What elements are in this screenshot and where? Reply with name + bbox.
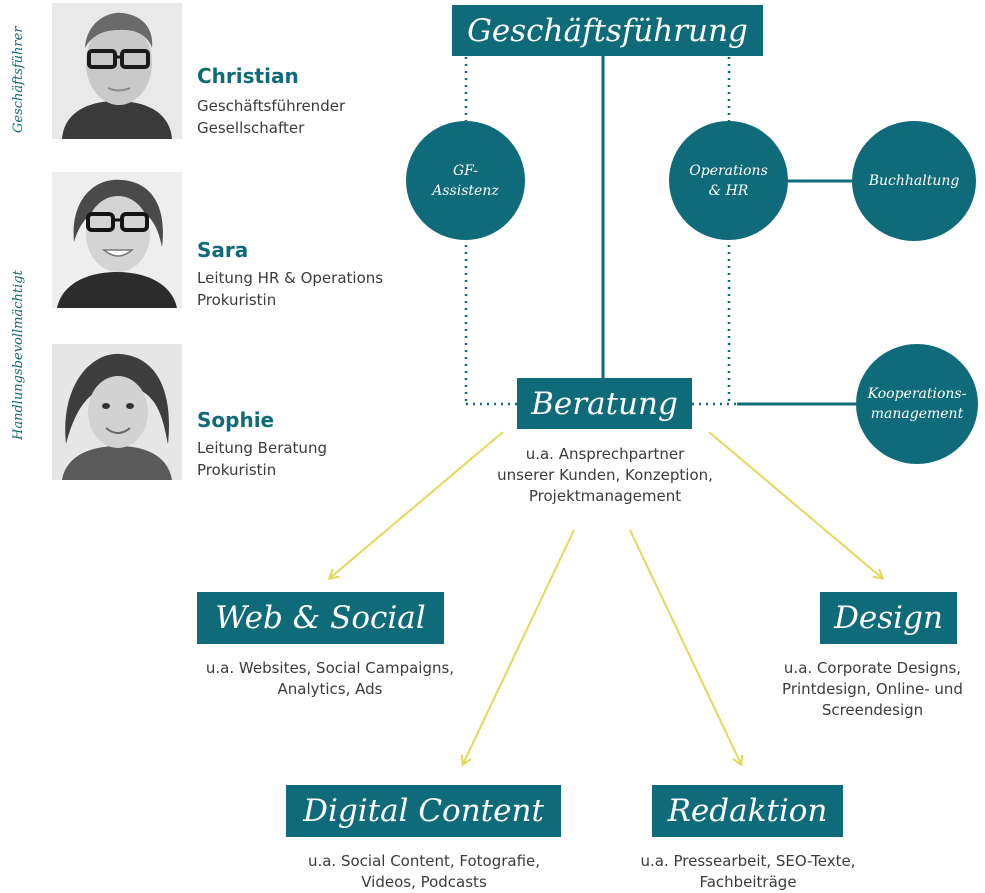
avatar-christian — [52, 3, 182, 139]
arrow-digital — [463, 529, 575, 764]
redaktion-description: u.a. Pressearbeit, SEO-Texte, Fachbeiträ… — [600, 851, 896, 893]
node-gf-assistenz-line1: GF- — [452, 162, 478, 179]
person-role-sara-1: Leitung HR & Operations — [197, 269, 384, 287]
web-social-description: u.a. Websites, Social Campaigns, Analyti… — [170, 658, 490, 700]
side-label-handlungsbevollmaechtigt: Handlungsbevollmächtigt — [11, 270, 26, 440]
person-name-sophie: Sophie — [197, 408, 275, 432]
node-kooperationsmanagement: Kooperations- management — [856, 344, 978, 464]
side-label-geschaeftsfuehrer: Geschäftsführer — [11, 26, 26, 133]
person-name-christian: Christian — [197, 64, 299, 88]
design-description: u.a. Corporate Designs, Printdesign, Onl… — [760, 658, 985, 721]
person-role-christian-2: Gesellschafter — [197, 119, 305, 137]
arrow-design — [708, 431, 882, 578]
beratung-desc-line2: unserer Kunden, Konzeption, — [497, 466, 713, 484]
node-kooperation-line2: management — [870, 406, 964, 422]
node-operations-hr: Operations & HR — [669, 121, 788, 240]
person-role-sara-2: Prokuristin — [197, 291, 277, 309]
node-kooperation-line1: Kooperations- — [867, 386, 967, 402]
node-beratung: Beratung — [517, 378, 692, 429]
beratung-desc-line3: Projektmanagement — [528, 487, 682, 505]
redaktion-desc-line1: u.a. Pressearbeit, SEO-Texte, — [640, 852, 856, 870]
digital-desc-line1: u.a. Social Content, Fotografie, — [307, 852, 541, 870]
digital-desc-line2: Videos, Podcasts — [361, 873, 487, 891]
person-name-sara: Sara — [197, 238, 249, 262]
beratung-description: u.a. Ansprechpartner unserer Kunden, Kon… — [470, 444, 740, 507]
node-redaktion: Redaktion — [652, 785, 843, 837]
node-gf-assistenz: GF- Assistenz — [406, 121, 525, 240]
node-operations-line1: Operations — [689, 162, 768, 179]
node-buchhaltung: Buchhaltung — [852, 121, 976, 241]
avatar-sara — [52, 172, 182, 308]
person-role-sophie-2: Prokuristin — [197, 461, 277, 479]
web-desc-line2: Analytics, Ads — [277, 680, 383, 698]
node-geschaeftsfuehrung: Geschäftsführung — [452, 5, 763, 56]
arrow-redaktion — [629, 529, 741, 764]
node-operations-line2: & HR — [708, 182, 749, 199]
node-web-social: Web & Social — [197, 592, 444, 644]
arrow-web — [330, 431, 504, 578]
design-desc-line3: Screendesign — [821, 701, 924, 719]
person-role-christian-1: Geschäftsführender — [197, 97, 346, 115]
digital-content-description: u.a. Social Content, Fotografie, Videos,… — [260, 851, 588, 893]
node-gf-assistenz-line2: Assistenz — [432, 182, 499, 199]
person-role-sophie-1: Leitung Beratung — [197, 439, 327, 457]
avatar-sophie — [52, 344, 182, 480]
node-design: Design — [820, 592, 957, 644]
beratung-desc-line1: u.a. Ansprechpartner — [525, 445, 685, 463]
redaktion-desc-line2: Fachbeiträge — [699, 873, 797, 891]
web-desc-line1: u.a. Websites, Social Campaigns, — [205, 659, 455, 677]
node-digital-content: Digital Content — [286, 785, 561, 837]
design-desc-line2: Printdesign, Online- und — [782, 680, 963, 698]
design-desc-line1: u.a. Corporate Designs, — [783, 659, 962, 677]
